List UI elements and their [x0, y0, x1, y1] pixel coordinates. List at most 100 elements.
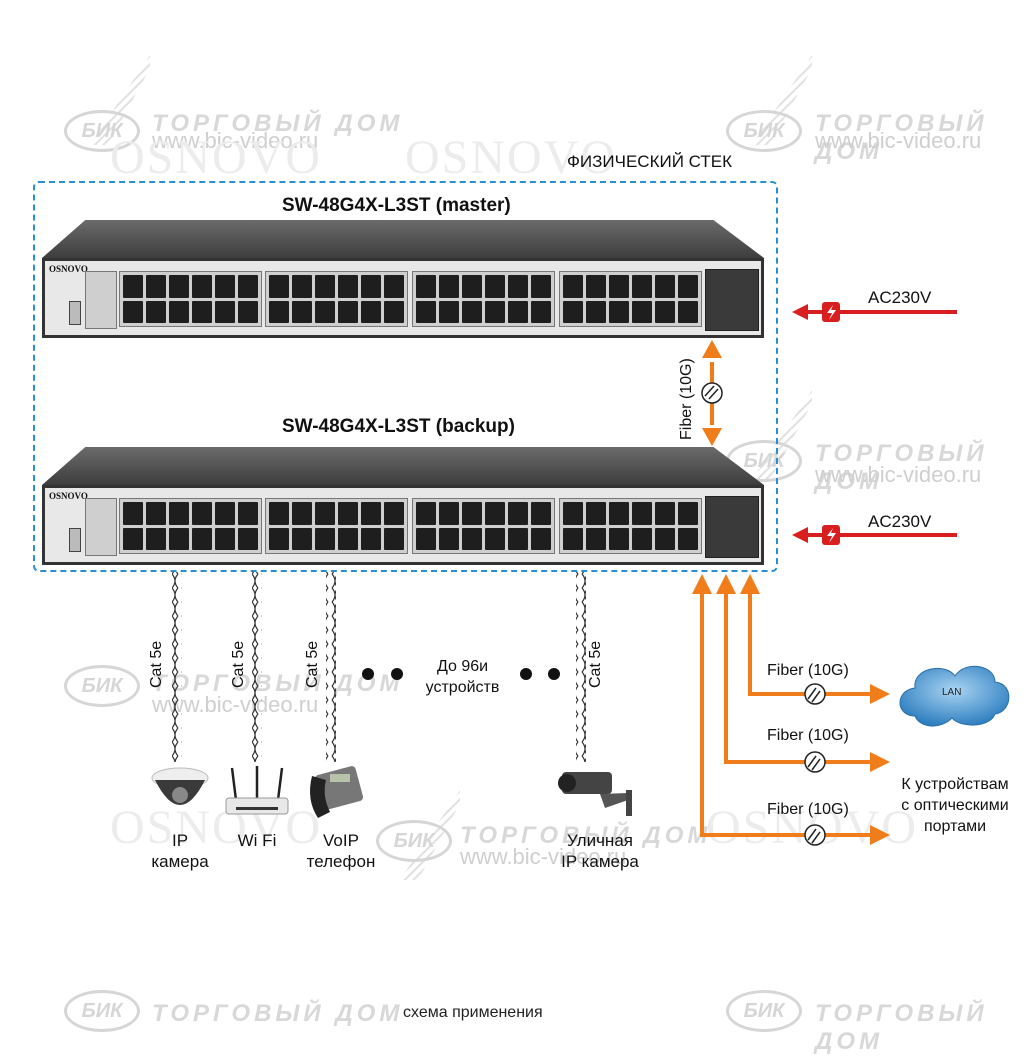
- rj45-port[interactable]: [609, 275, 629, 298]
- rj45-port[interactable]: [146, 502, 166, 525]
- rj45-port[interactable]: [632, 275, 652, 298]
- rj45-port[interactable]: [215, 527, 235, 550]
- rj45-port[interactable]: [146, 275, 166, 298]
- rj45-port[interactable]: [292, 300, 312, 323]
- rj45-port[interactable]: [586, 527, 606, 550]
- rj45-port[interactable]: [146, 300, 166, 323]
- rj45-port[interactable]: [609, 502, 629, 525]
- rj45-port[interactable]: [215, 502, 235, 525]
- rj45-port[interactable]: [531, 300, 551, 323]
- rj45-port[interactable]: [169, 300, 189, 323]
- rj45-port[interactable]: [384, 527, 404, 550]
- rj45-port[interactable]: [361, 502, 381, 525]
- port-block-3[interactable]: [412, 271, 555, 327]
- rj45-port[interactable]: [678, 502, 698, 525]
- rj45-port[interactable]: [192, 300, 212, 323]
- rj45-port[interactable]: [531, 275, 551, 298]
- rj45-port[interactable]: [439, 275, 459, 298]
- rj45-port[interactable]: [586, 300, 606, 323]
- rj45-port[interactable]: [269, 502, 289, 525]
- rj45-port[interactable]: [655, 275, 675, 298]
- rj45-port[interactable]: [586, 275, 606, 298]
- console-ports[interactable]: [85, 498, 117, 556]
- rj45-port[interactable]: [462, 527, 482, 550]
- port-block-2[interactable]: [265, 271, 408, 327]
- rj45-port[interactable]: [384, 275, 404, 298]
- rj45-port[interactable]: [439, 300, 459, 323]
- rj45-port[interactable]: [292, 275, 312, 298]
- rj45-port[interactable]: [384, 300, 404, 323]
- rj45-port[interactable]: [632, 502, 652, 525]
- rj45-port[interactable]: [655, 527, 675, 550]
- rj45-port[interactable]: [508, 300, 528, 323]
- rj45-port[interactable]: [269, 300, 289, 323]
- rj45-port[interactable]: [238, 275, 258, 298]
- usb-port[interactable]: [69, 301, 81, 325]
- rj45-port[interactable]: [292, 502, 312, 525]
- rj45-port[interactable]: [361, 300, 381, 323]
- rj45-port[interactable]: [315, 502, 335, 525]
- rj45-port[interactable]: [269, 527, 289, 550]
- rj45-port[interactable]: [632, 300, 652, 323]
- console-ports[interactable]: [85, 271, 117, 329]
- rj45-port[interactable]: [485, 275, 505, 298]
- backup-switch[interactable]: OSNOVO: [42, 447, 764, 565]
- rj45-port[interactable]: [192, 275, 212, 298]
- rj45-port[interactable]: [238, 527, 258, 550]
- rj45-port[interactable]: [123, 502, 143, 525]
- rj45-port[interactable]: [439, 502, 459, 525]
- rj45-port[interactable]: [269, 275, 289, 298]
- rj45-port[interactable]: [123, 300, 143, 323]
- rj45-port[interactable]: [609, 527, 629, 550]
- rj45-port[interactable]: [678, 275, 698, 298]
- rj45-port[interactable]: [563, 300, 583, 323]
- rj45-port[interactable]: [238, 502, 258, 525]
- sfp-ports[interactable]: [705, 496, 759, 558]
- rj45-port[interactable]: [315, 300, 335, 323]
- master-switch[interactable]: OSNOVO: [42, 220, 764, 338]
- port-block-1[interactable]: [119, 498, 262, 554]
- rj45-port[interactable]: [338, 502, 358, 525]
- rj45-port[interactable]: [215, 275, 235, 298]
- rj45-port[interactable]: [338, 527, 358, 550]
- port-block-1[interactable]: [119, 271, 262, 327]
- rj45-port[interactable]: [338, 300, 358, 323]
- rj45-port[interactable]: [416, 527, 436, 550]
- rj45-port[interactable]: [169, 275, 189, 298]
- rj45-port[interactable]: [361, 527, 381, 550]
- rj45-port[interactable]: [462, 300, 482, 323]
- rj45-port[interactable]: [292, 527, 312, 550]
- rj45-port[interactable]: [563, 275, 583, 298]
- rj45-port[interactable]: [678, 300, 698, 323]
- rj45-port[interactable]: [508, 275, 528, 298]
- port-block-3[interactable]: [412, 498, 555, 554]
- rj45-port[interactable]: [655, 502, 675, 525]
- port-block-2[interactable]: [265, 498, 408, 554]
- rj45-port[interactable]: [508, 502, 528, 525]
- rj45-port[interactable]: [485, 527, 505, 550]
- rj45-port[interactable]: [315, 275, 335, 298]
- rj45-port[interactable]: [416, 300, 436, 323]
- rj45-port[interactable]: [632, 527, 652, 550]
- rj45-port[interactable]: [462, 275, 482, 298]
- rj45-port[interactable]: [215, 300, 235, 323]
- rj45-port[interactable]: [563, 527, 583, 550]
- rj45-port[interactable]: [439, 527, 459, 550]
- rj45-port[interactable]: [384, 502, 404, 525]
- rj45-port[interactable]: [678, 527, 698, 550]
- rj45-port[interactable]: [586, 502, 606, 525]
- rj45-port[interactable]: [361, 275, 381, 298]
- rj45-port[interactable]: [485, 300, 505, 323]
- rj45-port[interactable]: [462, 502, 482, 525]
- rj45-port[interactable]: [146, 527, 166, 550]
- usb-port[interactable]: [69, 528, 81, 552]
- rj45-port[interactable]: [123, 275, 143, 298]
- rj45-port[interactable]: [531, 502, 551, 525]
- rj45-port[interactable]: [416, 502, 436, 525]
- rj45-port[interactable]: [169, 502, 189, 525]
- rj45-port[interactable]: [508, 527, 528, 550]
- rj45-port[interactable]: [563, 502, 583, 525]
- rj45-port[interactable]: [655, 300, 675, 323]
- rj45-port[interactable]: [416, 275, 436, 298]
- rj45-port[interactable]: [192, 502, 212, 525]
